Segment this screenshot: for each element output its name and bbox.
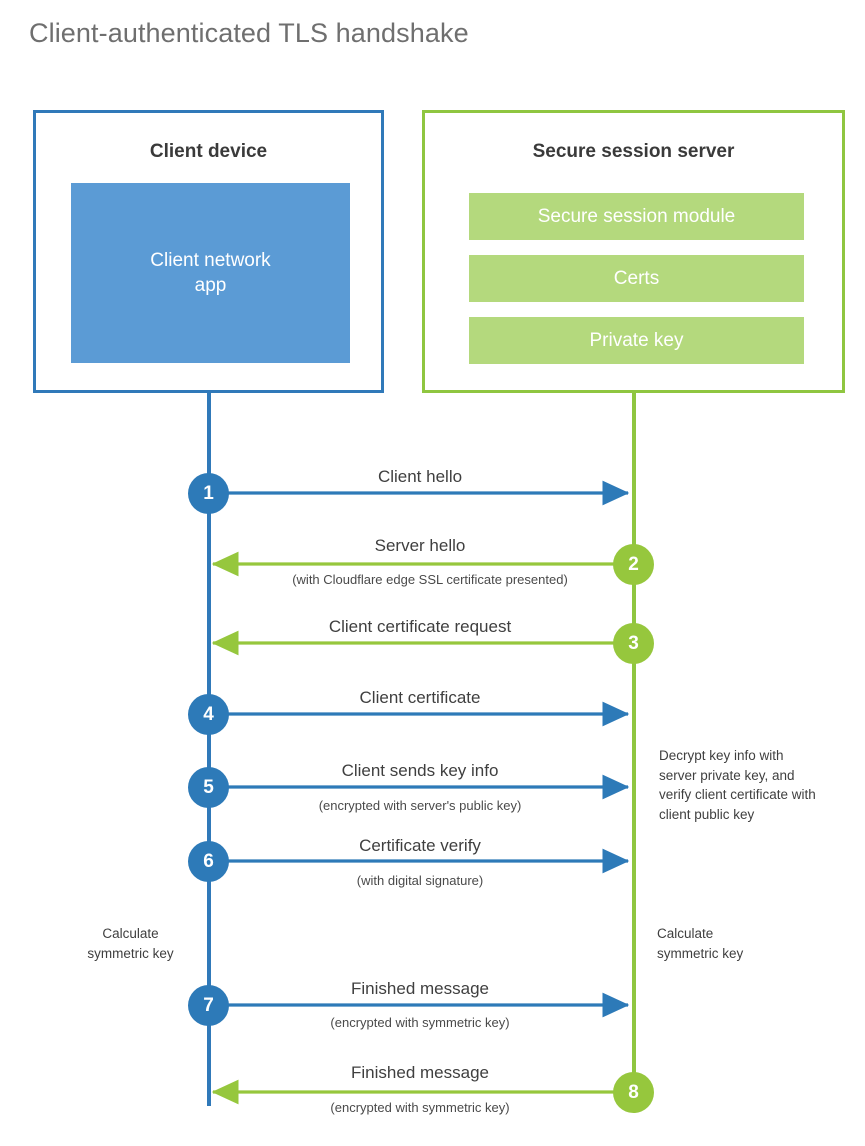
message-label-3: Client certificate request: [328, 617, 512, 636]
message-label-8: Finished message: [351, 1063, 489, 1082]
message-label-7: Finished message: [351, 979, 489, 998]
client-device-title: Client device: [149, 141, 268, 162]
step-marker-6[interactable]: 6: [188, 841, 229, 882]
server-component-label: Secure session module: [537, 205, 736, 227]
message-label-6: Certificate verify: [359, 836, 481, 855]
client-network-app-label-line1: Client network: [150, 249, 271, 271]
page-title: Client-authenticated TLS handshake: [29, 18, 469, 48]
message-sublabel-8: (encrypted with symmetric key): [330, 1100, 510, 1115]
server-component-private-key: Private key: [469, 317, 804, 364]
step-number: 8: [628, 1081, 639, 1103]
step-marker-7[interactable]: 7: [188, 985, 229, 1026]
step-number: 6: [203, 850, 214, 872]
message-sublabel-5: (encrypted with server's public key): [318, 798, 522, 813]
client-calc-line2: symmetric key: [87, 945, 174, 961]
step-number: 2: [628, 553, 639, 575]
message-label-1: Client hello: [377, 467, 463, 486]
message-label-2: Server hello: [374, 536, 466, 555]
secure-session-server-title: Secure session server: [532, 141, 735, 162]
step-number: 4: [203, 703, 214, 725]
server-component-certs: Certs: [469, 255, 804, 302]
step-marker-3[interactable]: 3: [613, 623, 654, 664]
message-sublabel-7: (encrypted with symmetric key): [330, 1015, 510, 1030]
step-number: 7: [203, 994, 214, 1016]
secure-session-server-box: Secure session server Secure session mod…: [422, 110, 845, 393]
client-network-app-label-line2: app: [194, 275, 227, 296]
message-sublabel-6: (with digital signature): [356, 873, 484, 888]
client-lifeline: [207, 393, 211, 1106]
client-calc-line1: Calculate: [102, 926, 159, 941]
step-number: 1: [203, 482, 214, 504]
step-marker-1[interactable]: 1: [188, 473, 229, 514]
client-device-box: Client device Client network app: [33, 110, 384, 393]
step-marker-8[interactable]: 8: [613, 1072, 654, 1113]
client-calculate-symmetric-key-annotation: Calculate symmetric key: [58, 924, 203, 963]
step-marker-2[interactable]: 2: [613, 544, 654, 585]
step-number: 5: [203, 776, 214, 798]
server-lifeline: [632, 393, 636, 1093]
step-marker-4[interactable]: 4: [188, 694, 229, 735]
step-marker-5[interactable]: 5: [188, 767, 229, 808]
message-sublabel-2: (with Cloudflare edge SSL certificate pr…: [292, 572, 568, 587]
message-label-5: Client sends key info: [341, 761, 499, 780]
server-decrypt-annotation: Decrypt key info with server private key…: [659, 748, 816, 822]
client-network-app-label: Client network app: [150, 248, 270, 298]
server-calculate-symmetric-key-annotation: Calculate symmetric key: [657, 924, 802, 963]
server-calc-line1: Calculate: [657, 926, 714, 941]
server-component-label: Certs: [613, 267, 660, 289]
step-number: 3: [628, 632, 639, 654]
message-label-4: Client certificate: [359, 688, 481, 707]
server-component-label: Private key: [589, 329, 684, 351]
client-network-app-block: Client network app: [71, 183, 350, 363]
server-calc-line2: symmetric key: [657, 945, 744, 961]
server-component-secure-session-module: Secure session module: [469, 193, 804, 240]
